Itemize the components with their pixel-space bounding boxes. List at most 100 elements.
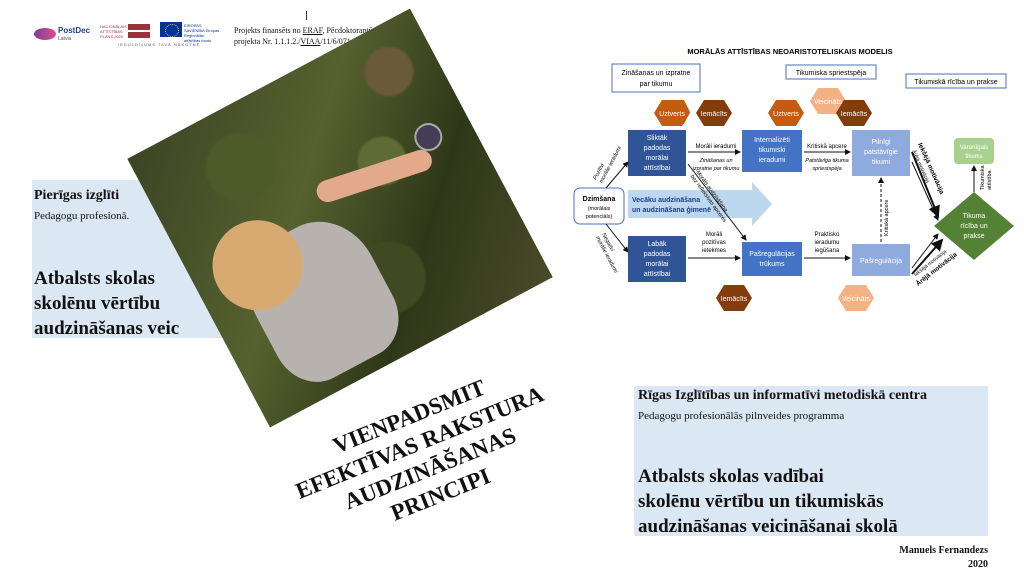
lbl-practical-line1: Praktisko — [815, 232, 840, 238]
lbl-knowledge-line1: Zināšanas un — [698, 158, 732, 164]
right-org-name: Rīgas Izglītības un informatīvi metodisk… — [638, 388, 927, 403]
lbl-moral-positive-line1: Morāli — [706, 232, 722, 238]
node-lack-selfregulation — [742, 242, 802, 276]
node-heroic-virtue — [954, 138, 994, 164]
nap-logo: NACIONĀLAIS ATTĪSTĪBAS PLĀNS 2020 — [100, 22, 155, 44]
postdec-logo: PostDec Latvia — [34, 24, 90, 44]
hex-uztverts-2-shape — [768, 100, 804, 126]
left-program-name: Pedagogu profesionā. — [34, 210, 130, 222]
lbl-autonomous-line1: Patstāvīga tikuma — [805, 158, 848, 164]
funding-viaa: VIAA — [300, 37, 321, 46]
lbl-practical-line2: ieradumu — [814, 240, 839, 246]
diagram-arrows — [605, 149, 977, 275]
left-org-name: Pierīgas izglīti — [34, 188, 120, 203]
node-parent-line1: Vecāku audzināšana — [632, 197, 700, 204]
lbl-moral-positive-line3: ietekmes — [702, 248, 726, 254]
eu-logo-text: EIROPAS SAVIENĪBA Eiropas Reģionālās att… — [184, 23, 220, 43]
node-heroic-line1: Varonīgais — [960, 145, 988, 151]
node-birth-sub1: (morālais — [588, 206, 611, 212]
judgement-box-text: Tikumiska spriestspēja — [796, 70, 867, 77]
funding-line1: Projekts finansēts no — [234, 26, 301, 35]
node-good-line4: attīstībai — [644, 271, 671, 278]
hex-uztverts-1-label: Uztverts — [659, 111, 685, 118]
postdec-logo-sub: Latvia — [58, 36, 72, 42]
lbl-negative: Negatīvi morālie ieradumi — [594, 232, 619, 275]
node-bad-line1: Sliktāk — [647, 135, 668, 142]
diagram-title: MORĀLĀS ATTĪSTĪBAS NEOARISTOTELISKAIS MO… — [687, 47, 892, 56]
hex-iemacits-3-label: Iemācīts — [721, 296, 748, 303]
hex-iemacits-2-label: Iemācīts — [841, 111, 868, 118]
postdec-logo-text: PostDec — [58, 26, 91, 35]
node-full-virtues — [852, 130, 910, 176]
node-full-line1: Pilnīgi — [871, 139, 891, 146]
node-good-line1: Labāk — [647, 241, 667, 248]
hex-veicinats-1-label: Veicināts — [814, 99, 843, 106]
left-course-title: Atbalsts skolas skolēnu vērtību audzināš… — [34, 268, 180, 339]
node-good-line2: padodas — [644, 251, 671, 258]
node-parent-line2: un audzināšana ģimenē — [632, 206, 711, 214]
lbl-critical: Kritiskā apcere — [807, 144, 847, 150]
node-lack-line2: trūkums — [760, 261, 785, 268]
node-virtue-line2: rīcība un — [960, 223, 987, 230]
node-bad-line4: attīstībai — [644, 165, 671, 172]
cursor-mark — [306, 11, 307, 20]
right-course-title: Atbalsts skolas vadībai skolēnu vērtību … — [638, 466, 898, 537]
author-name: Manuels Fernandezs — [899, 545, 988, 556]
node-birth — [573, 187, 625, 225]
lbl-autonomous-line2: spriestspēja — [812, 166, 841, 172]
lbl-moral-positive-line2: pozitīvas — [702, 240, 726, 246]
node-internal-line2: tikumiski — [759, 147, 786, 154]
lbl-outer-motivation: Ārējā motivācija Iekšējā motivācija — [913, 249, 959, 288]
right-course-box: Rīgas Izglītības un informatīvi metodisk… — [634, 386, 988, 537]
knowledge-box-line2: par tikumu — [640, 81, 673, 88]
node-better-development — [628, 236, 686, 282]
author-block: Manuels Fernandezs 2020 — [899, 544, 988, 572]
hex-iemacits-3-shape — [716, 285, 752, 311]
lbl-harmony: Tikumiska attīstība — [980, 165, 993, 190]
moral-development-diagram: MORĀLĀS ATTĪSTĪBAS NEOARISTOTELISKAIS MO… — [573, 47, 1014, 311]
node-full-line3: tikumi — [872, 159, 891, 166]
lbl-positive: Pozitīvi morālie ieradumi — [592, 145, 623, 184]
photo-wrapper — [127, 8, 553, 428]
lbl-knowledge-line2: izpratne par tikumu — [693, 166, 740, 172]
node-parenting-arrow — [628, 182, 772, 226]
lbl-harmony-line2: attīstība — [987, 169, 993, 190]
postdec-swirl-icon — [34, 28, 56, 40]
action-box — [905, 73, 1007, 89]
node-full-line2: patstāvīgie — [864, 149, 898, 156]
funding-note: Projekts finansēts no ERAF, Pēcdoktorant… — [234, 25, 382, 47]
hex-iemacits-1-shape — [696, 100, 732, 126]
node-bad-line3: morālai — [646, 155, 669, 162]
node-internal-line1: Internalizēti — [754, 137, 790, 144]
latvia-flag-icon — [128, 24, 150, 38]
node-worse-development — [628, 130, 686, 176]
node-bad-line2: padodas — [644, 145, 671, 152]
hex-iemacits-1-label: Iemācīts — [701, 111, 728, 118]
hex-uztverts-2-label: Uztverts — [773, 111, 799, 118]
logo-tagline: IEGULDĪJUMS TAVĀ NĀKOTNĒ — [118, 42, 201, 47]
judgement-box — [785, 64, 877, 80]
lbl-critical-v-text: Kritiskā apcere — [884, 200, 890, 236]
hex-veicinats-2-label: Veicināts — [842, 296, 871, 303]
lbl-moral-habits: Morāli ieradumi — [695, 144, 736, 150]
knowledge-box-line1: Zināšanas un izpratne — [622, 70, 691, 77]
node-internalized-habits — [742, 130, 802, 172]
compass-photo — [127, 8, 553, 428]
lbl-harmony-line1: Tikumiska — [980, 165, 986, 190]
node-selfreg-label: Pašregulācija — [860, 258, 902, 265]
knowledge-box — [611, 63, 701, 93]
node-virtue-line1: Tikuma — [963, 213, 986, 220]
funding-line2-start: projekta Nr. 1.1.1.2./ — [234, 37, 301, 46]
author-year: 2020 — [968, 559, 988, 570]
funding-erdf: ERAF — [302, 26, 323, 35]
right-program-name: Pedagogu profesionālās pilnveides progra… — [638, 410, 845, 422]
hex-iemacits-2-shape — [836, 100, 872, 126]
node-birth-label: Dzimšana — [583, 196, 616, 203]
hex-uztverts-1-shape — [654, 100, 690, 126]
node-birth-sub2: potenciāls) — [586, 214, 613, 220]
node-virtue-diamond — [934, 192, 1014, 260]
lbl-practical-line3: iegūšana — [815, 248, 840, 254]
node-heroic-line2: tikums — [965, 154, 982, 160]
lbl-critical-vertical: Kritiskā apcere — [884, 200, 890, 236]
eu-flag-icon — [160, 22, 182, 37]
